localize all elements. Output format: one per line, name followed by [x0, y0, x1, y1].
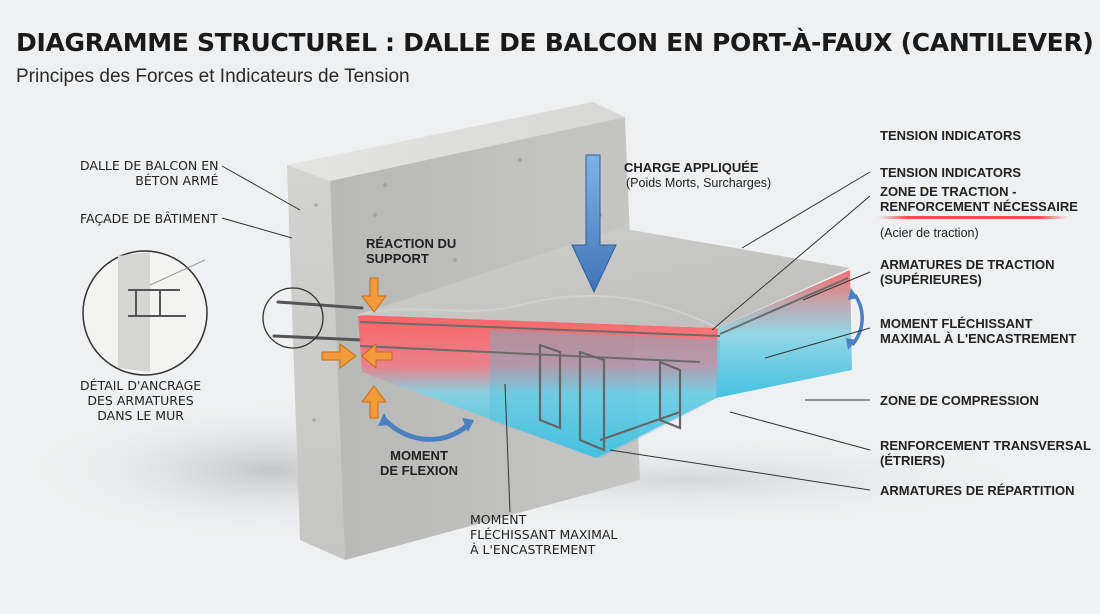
stirrups	[538, 343, 682, 452]
label-tension-header: TENSION INDICATORS	[880, 128, 1022, 143]
label-zone-traction: ZONE DE TRACTION -RENFORCEMENT NÉCESSAIR…	[880, 184, 1078, 214]
load-arrow-icon	[571, 154, 617, 294]
page-subtitle: Principes des Forces et Indicateurs de T…	[16, 66, 410, 87]
label-acier-traction: (Acier de traction)	[880, 226, 979, 240]
label-tension-indicators: TENSION INDICATORS	[880, 165, 1022, 180]
moment-right-arrow-icon	[850, 294, 864, 347]
leader-lines	[221, 165, 871, 513]
moment-flexion-arrow-icon	[383, 418, 470, 442]
label-facade: FAÇADE DE BÂTIMENT	[80, 211, 218, 226]
label-armatures-traction: ARMATURES DE TRACTION(SUPÉRIEURES)	[880, 257, 1055, 287]
label-zone-compression: ZONE DE COMPRESSION	[880, 393, 1039, 408]
page-title: DIAGRAMME STRUCTUREL : DALLE DE BALCON E…	[16, 28, 1094, 57]
reaction-arrows-icon	[321, 277, 393, 419]
slab-top	[358, 228, 850, 328]
label-armatures-repartition: ARMATURES DE RÉPARTITION	[880, 483, 1075, 498]
slab-top-curve	[357, 294, 719, 329]
tension-underline	[878, 216, 1068, 219]
slab-side	[716, 270, 852, 398]
label-charge-title: CHARGE APPLIQUÉE	[624, 160, 759, 175]
label-charge-sub: (Poids Morts, Surcharges)	[626, 176, 772, 190]
anchor-detail-inset	[82, 250, 208, 376]
top-rebars	[359, 277, 849, 363]
label-renforcement-transversal: RENFORCEMENT TRANSVERSAL(ÉTRIERS)	[880, 438, 1091, 468]
anchor-detail-zoom-circle	[262, 287, 324, 349]
